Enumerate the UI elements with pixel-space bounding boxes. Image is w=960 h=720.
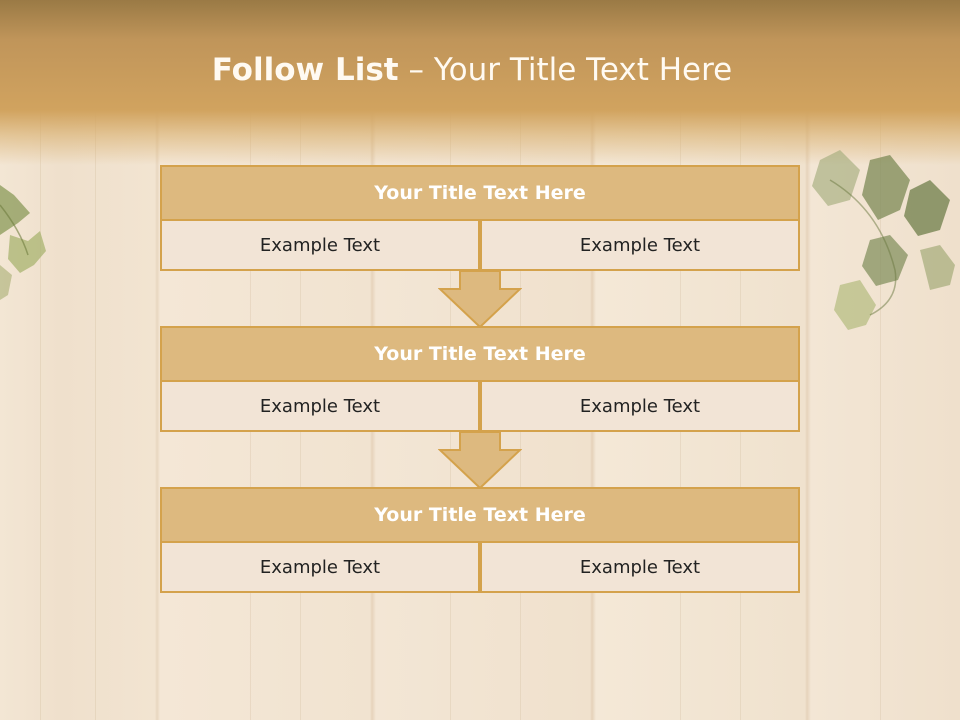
- block-cell-left: Example Text: [160, 382, 480, 432]
- block-title: Your Title Text Here: [160, 326, 800, 382]
- block-cell-left: Example Text: [160, 221, 480, 271]
- block-cell-right: Example Text: [480, 382, 800, 432]
- block-title: Your Title Text Here: [160, 165, 800, 221]
- slide-title-bold: Follow List: [211, 52, 399, 88]
- header-band: [0, 0, 960, 165]
- down-arrow-icon: [438, 432, 522, 490]
- block-row: Example Text Example Text: [160, 543, 800, 593]
- list-block-3: Your Title Text Here Example Text Exampl…: [160, 487, 800, 593]
- wood-grain: [880, 0, 881, 720]
- ivy-leaf-icon: [0, 185, 46, 300]
- slide-title: Follow List – Your Title Text Here: [0, 52, 944, 88]
- wood-grain: [40, 0, 41, 720]
- wood-grain: [95, 0, 96, 720]
- block-cell-right: Example Text: [480, 221, 800, 271]
- list-block-2: Your Title Text Here Example Text Exampl…: [160, 326, 800, 432]
- down-arrow-icon: [438, 271, 522, 329]
- block-title: Your Title Text Here: [160, 487, 800, 543]
- block-row: Example Text Example Text: [160, 221, 800, 271]
- slide-title-rest: – Your Title Text Here: [398, 52, 733, 88]
- ivy-leaf-icon: [812, 150, 955, 330]
- block-cell-left: Example Text: [160, 543, 480, 593]
- block-row: Example Text Example Text: [160, 382, 800, 432]
- block-cell-right: Example Text: [480, 543, 800, 593]
- list-block-1: Your Title Text Here Example Text Exampl…: [160, 165, 800, 271]
